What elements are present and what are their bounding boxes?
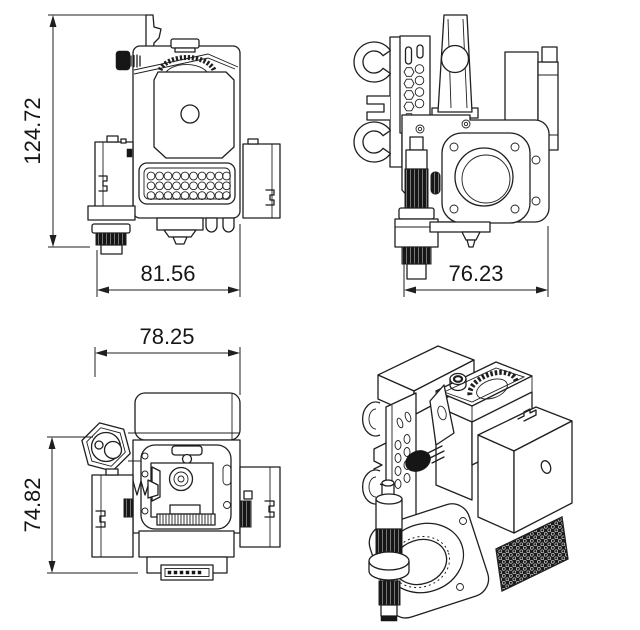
rod-clamp-iso-bottom (362, 469, 381, 505)
connector (160, 564, 214, 581)
side-view-geometry (353, 14, 559, 280)
honeycomb-panel-iso (495, 516, 569, 592)
rod-clamp-bottom (353, 121, 392, 163)
thumbwheel (430, 171, 441, 195)
dim-height-front: 124.72 (20, 97, 45, 164)
dim-width-top: 78.25 (139, 324, 194, 349)
motor-iso (477, 406, 573, 534)
top-view: 78.25 74.82 (20, 324, 281, 581)
gear-rack (159, 514, 212, 525)
hex-fitting (81, 422, 141, 472)
fan-housing-side (441, 132, 531, 224)
rod-clamp-top (353, 41, 392, 83)
lever-iso (429, 384, 455, 446)
honeycomb-grille (138, 162, 236, 205)
isometric-view (362, 345, 573, 622)
isometric-geometry (362, 345, 573, 622)
thumbscrew-front (115, 50, 131, 71)
hotend-column (394, 136, 439, 280)
drive-gear (467, 369, 519, 396)
dim-depth-top: 74.82 (20, 477, 45, 532)
nozzle-front (163, 229, 197, 238)
knurled-fitting (95, 232, 127, 246)
front-dimensions: 124.72 81.56 (20, 14, 241, 297)
top-dimensions: 78.25 74.82 (20, 324, 241, 574)
side-view: 76.23 (353, 14, 559, 297)
hotend-column-iso (368, 479, 410, 622)
nozzle-side (466, 239, 476, 248)
dim-width-front: 81.56 (140, 261, 195, 286)
top-view-geometry (81, 392, 281, 581)
front-view-geometry (87, 14, 281, 255)
front-view: 124.72 81.56 (20, 14, 281, 297)
dim-width-side: 76.23 (448, 261, 503, 286)
rod-clamp-iso-top (362, 401, 381, 437)
side-dimensions: 76.23 (403, 226, 549, 297)
thumbscrew-iso (405, 450, 431, 472)
